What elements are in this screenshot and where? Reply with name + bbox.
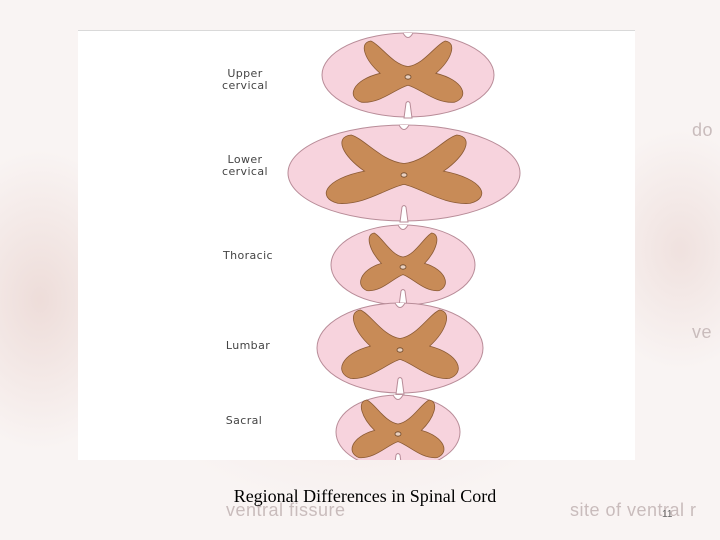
central-canal-lower-cervical — [400, 172, 408, 178]
grey-matter-sacral — [351, 399, 445, 459]
dorsal-sulcus-lumbar — [394, 302, 406, 308]
dorsal-sulcus-sacral — [392, 394, 404, 400]
figure-panel: Upper cervical Lower cervical Thoracic L… — [78, 30, 635, 460]
central-canal-upper-cervical — [404, 74, 412, 80]
central-canal-lumbar — [396, 347, 404, 353]
grey-matter-upper-cervical — [352, 40, 464, 103]
ventral-fissure-lower-cervical — [399, 205, 409, 223]
central-canal-sacral — [394, 431, 402, 437]
cross-section-thoracic — [330, 224, 476, 307]
ventral-fissure-sacral — [394, 453, 402, 460]
label-thoracic: Thoracic — [222, 249, 274, 262]
cross-section-lower-cervical — [287, 124, 521, 223]
cross-section-upper-cervical — [321, 32, 495, 119]
label-upper-cervical: Upper cervical — [222, 67, 268, 92]
spinal-cord-cross-sections — [287, 32, 521, 460]
cross-section-sacral — [335, 394, 461, 460]
dorsal-sulcus-thoracic — [397, 224, 409, 230]
slide-caption: Regional Differences in Spinal Cord — [233, 486, 497, 506]
grey-matter-thoracic — [360, 232, 446, 292]
page-number: 11 — [662, 509, 673, 520]
grey-matter-lumbar — [341, 309, 459, 379]
dorsal-sulcus-lower-cervical — [398, 124, 410, 130]
background-word: do — [692, 120, 714, 140]
background-word: ventral fissure — [226, 500, 346, 520]
ventral-fissure-upper-cervical — [403, 101, 413, 119]
dorsal-sulcus-upper-cervical — [402, 32, 414, 38]
ventral-fissure-thoracic — [398, 289, 408, 307]
background-word: ve — [692, 322, 713, 342]
label-sacral: Sacral — [225, 414, 263, 427]
divider — [78, 30, 635, 31]
grey-matter-lower-cervical — [325, 134, 483, 204]
ventral-fissure-lumbar — [395, 377, 405, 395]
central-canal-thoracic — [399, 264, 407, 270]
cross-section-lumbar — [316, 302, 484, 395]
label-lumbar: Lumbar — [225, 339, 271, 352]
label-lower-cervical: Lower cervical — [222, 153, 268, 178]
background-word: site of ventral r — [570, 500, 697, 520]
